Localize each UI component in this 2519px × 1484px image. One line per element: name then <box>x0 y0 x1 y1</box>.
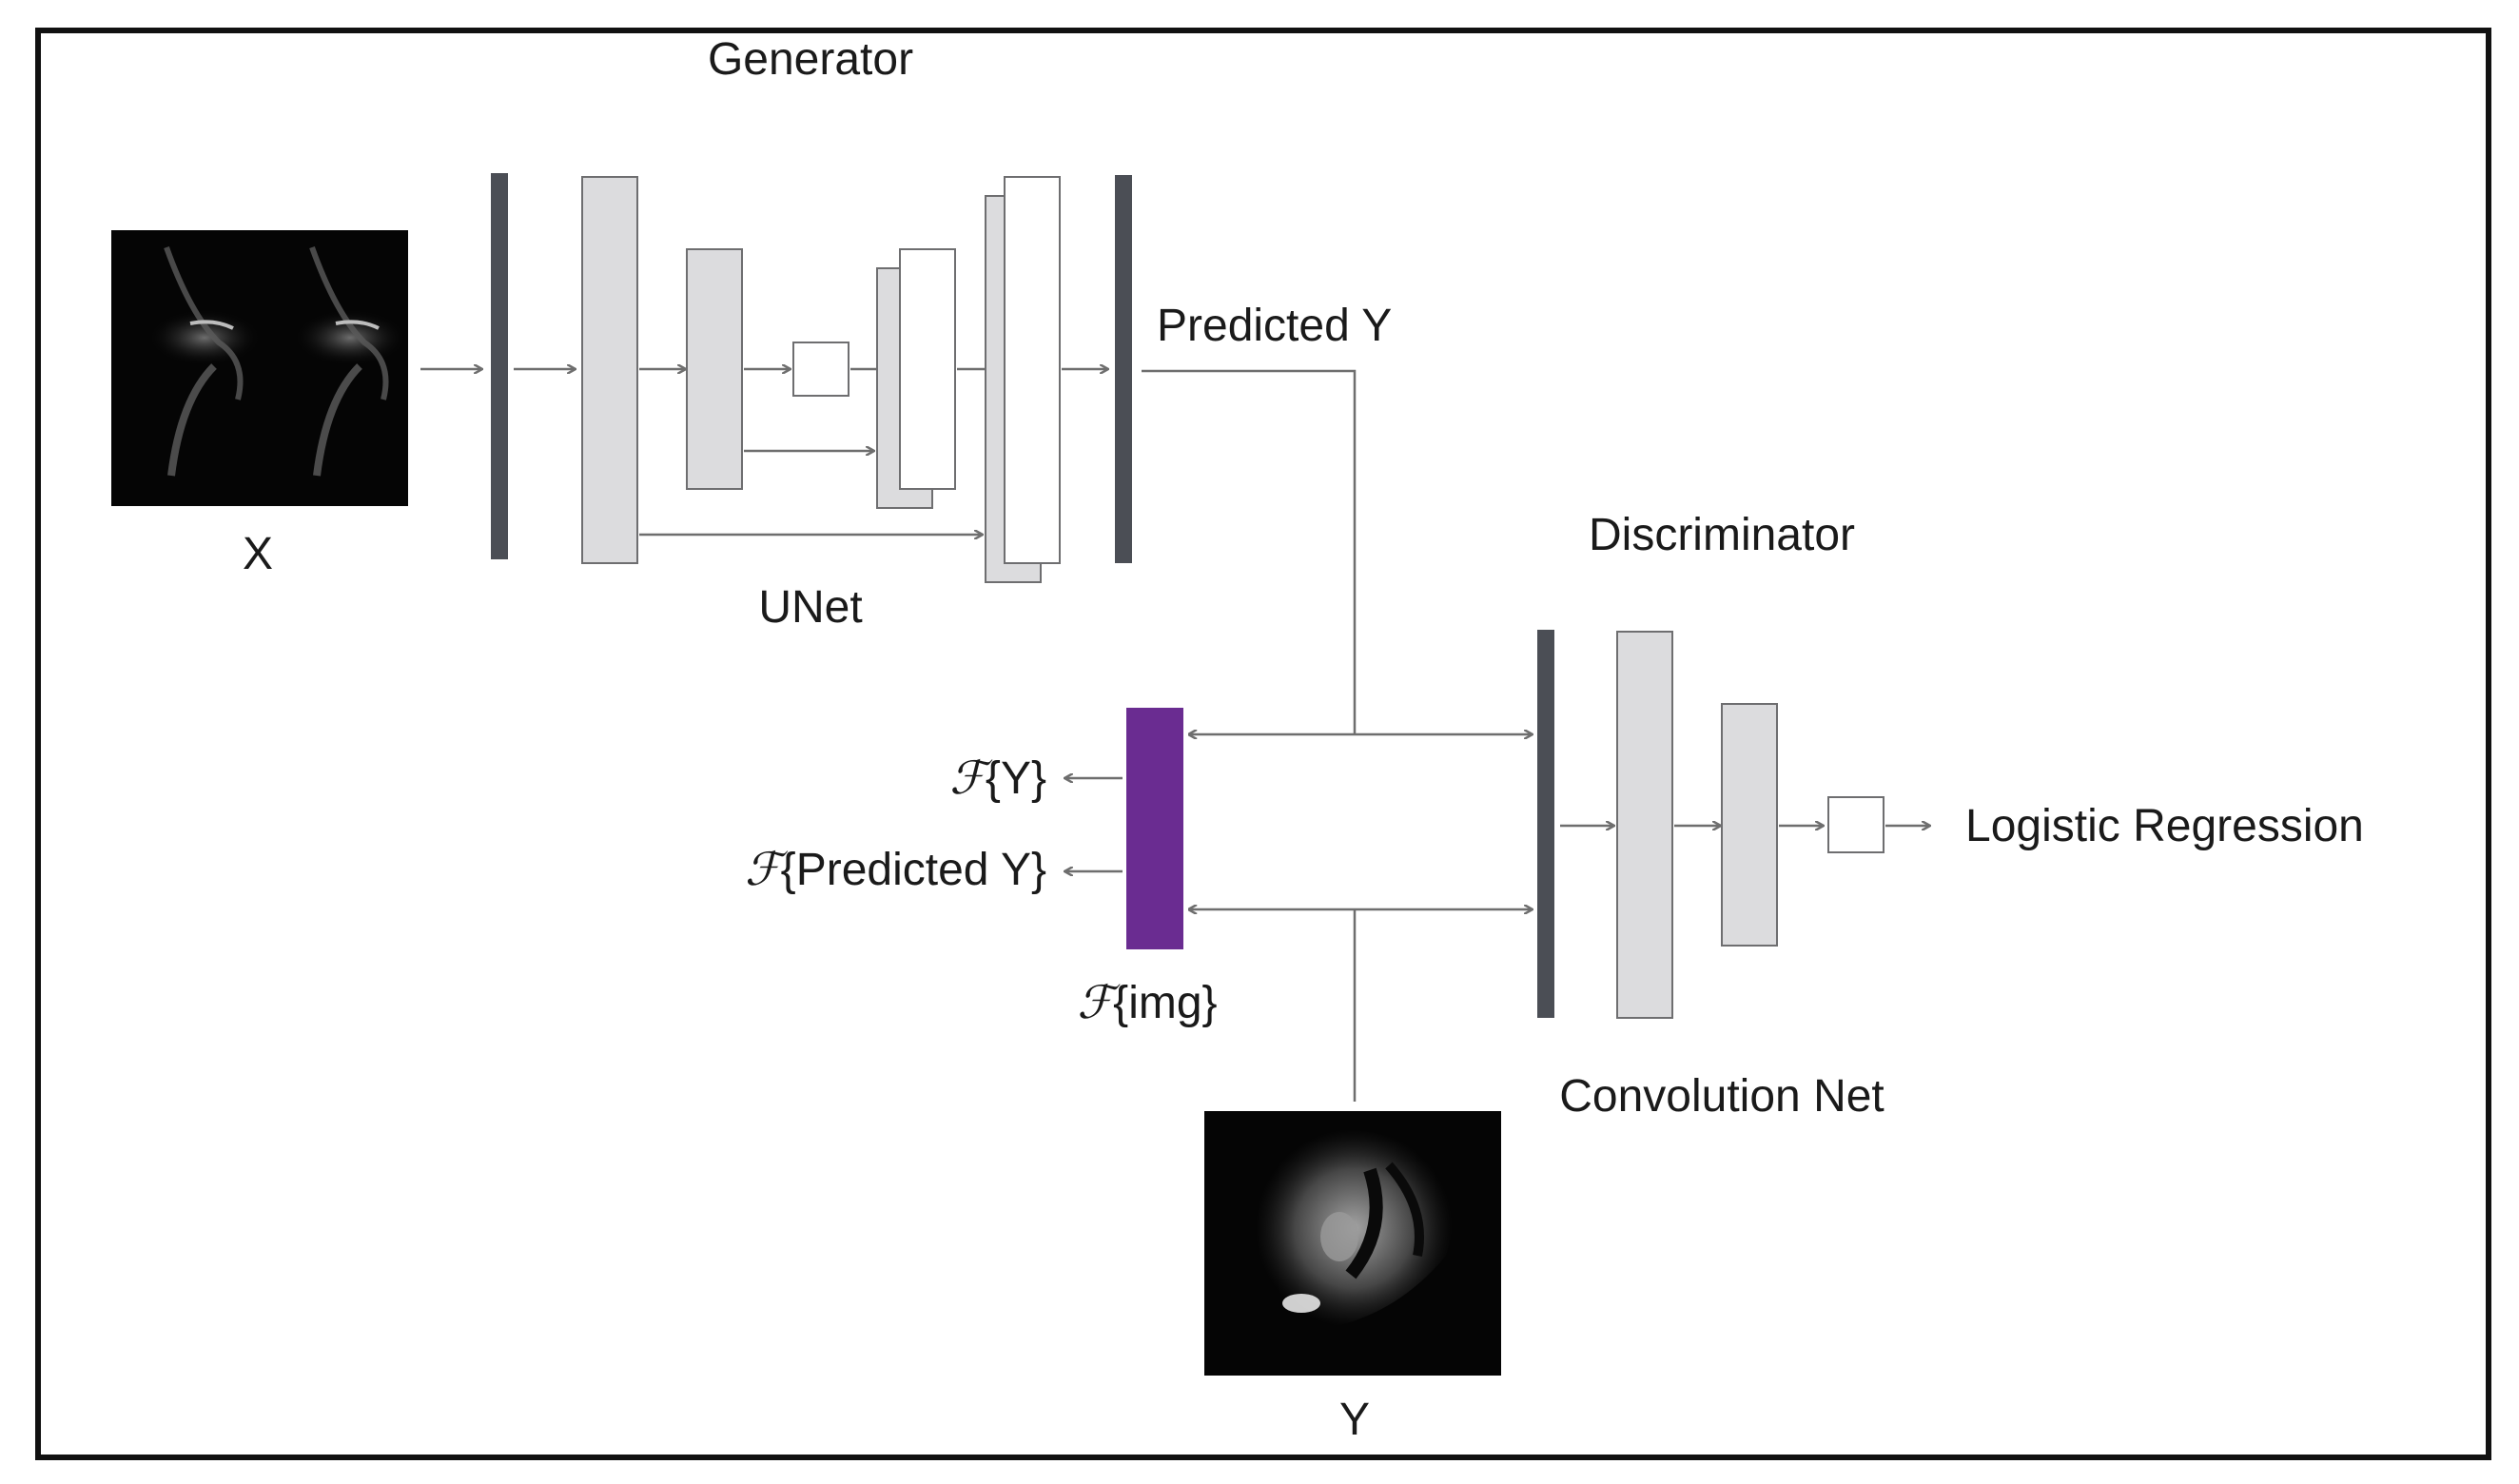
discriminator-title: Discriminator <box>1589 510 1855 560</box>
fourier-img-label: ℱ{img} <box>1077 976 1217 1029</box>
x-label: X <box>243 529 273 579</box>
unet-encoder-layer-2 <box>686 248 743 490</box>
unet-label: UNet <box>758 582 862 633</box>
diagram-frame <box>35 28 2491 1460</box>
generator-title: Generator <box>708 34 913 85</box>
convolution-net-label: Convolution Net <box>1559 1071 1884 1122</box>
unet-bottleneck <box>792 342 849 397</box>
fourier-transform-block <box>1126 708 1183 949</box>
y-target-image <box>1204 1111 1501 1376</box>
unet-decoder-layer-1 <box>899 248 956 490</box>
unet-decoder-layer-2 <box>1004 176 1061 564</box>
disc-output-node <box>1827 796 1884 853</box>
logistic-regression-label: Logistic Regression <box>1965 801 2364 851</box>
disc-conv-layer-1 <box>1616 631 1673 1019</box>
disc-conv-layer-2 <box>1721 703 1778 947</box>
unet-encoder-layer-1 <box>581 176 638 564</box>
disc-input-layer <box>1537 630 1554 1018</box>
fourier-predicted-y-label: ℱ{Predicted Y} <box>745 843 1046 896</box>
x-input-image <box>111 230 408 506</box>
unet-input-layer <box>491 173 508 559</box>
y-label: Y <box>1339 1395 1370 1445</box>
fourier-y-label: ℱ{Y} <box>949 752 1046 805</box>
predicted-y-label: Predicted Y <box>1157 301 1392 351</box>
unet-output-layer <box>1115 175 1132 563</box>
predicted-y-connector <box>1142 369 1357 734</box>
